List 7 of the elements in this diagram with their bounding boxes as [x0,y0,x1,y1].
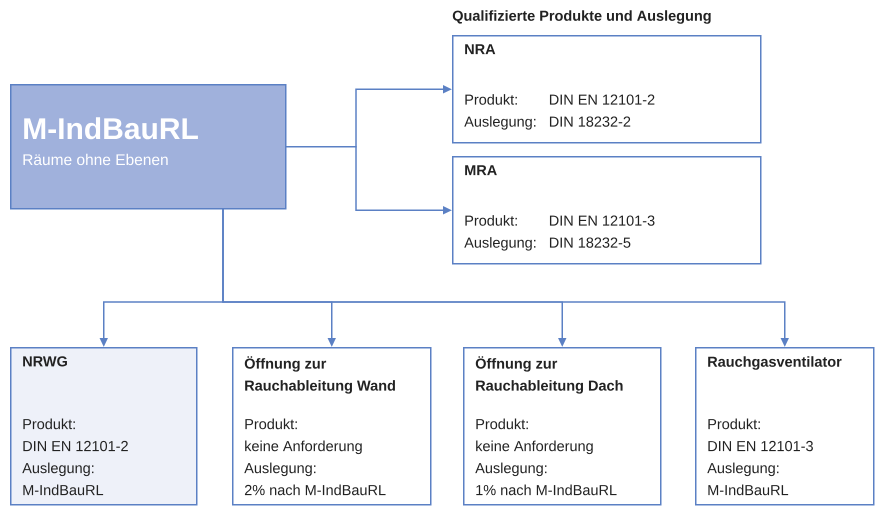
product-box: Öffnung zur Rauchableitung Wand Produkt: keine Anforderung Auslegung: 2% nach M-IndBauRL [232,347,432,506]
product-box: NRA Produkt: DIN EN 12101-2 Auslegung: DIN 18232-2 [452,35,762,144]
product-box: Öffnung zur Rauchableitung Dach Produkt: keine Anforderung Auslegung: 1% nach M-IndBauRL [463,347,662,506]
product-box: Rauchgasventilator Produkt: DIN EN 12101-3 Auslegung: M-IndBauRL [695,347,874,506]
main-box: M-IndBauRL Räume ohne Ebenen [10,84,286,210]
product-box: MRA Produkt: DIN EN 12101-3 Auslegung: DIN 18232-5 [452,156,762,264]
product-box: NRWG Produkt: DIN EN 12101-2 Auslegung: M-IndBauRL [10,347,198,506]
